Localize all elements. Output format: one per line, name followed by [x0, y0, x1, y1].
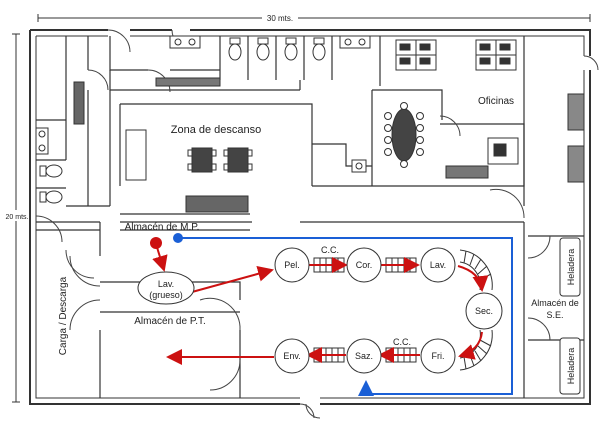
- rest-tables: [187, 147, 253, 173]
- node-lav-grueso-sub: (grueso): [149, 290, 183, 300]
- offices-label: Oficinas: [478, 96, 514, 107]
- curved-conveyor-top: [459, 249, 493, 291]
- blue-flow: [180, 237, 513, 396]
- se-store-label-line1: Almacén de: [531, 298, 579, 308]
- curved-conveyor-bottom: [459, 329, 493, 371]
- doors: [35, 29, 599, 419]
- node-lav-label: Lav.: [430, 260, 446, 270]
- node-sec-label: Sec.: [475, 306, 493, 316]
- node-cor-label: Cor.: [356, 260, 373, 270]
- node-pel: Pel.: [274, 247, 310, 283]
- red-flow: [152, 243, 420, 365]
- furniture: [73, 77, 585, 213]
- raw-material-store-label: Almacén de M.P.: [125, 222, 200, 233]
- se-store-label-line2: S.E.: [546, 310, 563, 320]
- toilets: [39, 37, 326, 204]
- meeting-table: [384, 102, 424, 168]
- loading-unloading-label: Carga / Descarga: [58, 276, 69, 355]
- finished-product-store-label: Almacén de P.T.: [134, 316, 206, 327]
- height-label: 20 mts.: [6, 214, 29, 221]
- conveyor-bottom-label: C.C.: [393, 337, 411, 347]
- node-pel-label: Pel.: [284, 260, 300, 270]
- node-saz-label: Saz.: [355, 351, 373, 361]
- node-env-label: Env.: [283, 351, 300, 361]
- node-sec: Sec.: [465, 292, 503, 330]
- outer-walls: [29, 29, 591, 405]
- curve-arrows: [457, 265, 489, 360]
- freezer-bottom-label: Heladera: [566, 348, 576, 385]
- freezer-top: Heladera: [559, 237, 581, 297]
- rest-zone-label: Zona de descanso: [171, 124, 262, 136]
- node-env: Env.: [274, 338, 310, 374]
- width-label: 30 mts.: [267, 14, 293, 23]
- node-saz: Saz.: [346, 338, 382, 374]
- node-cor: Cor.: [346, 247, 382, 283]
- blue-flow-start: [173, 233, 183, 243]
- conveyor-top-label: C.C.: [321, 245, 339, 255]
- inner-walls: [36, 36, 584, 398]
- node-lav: Lav.: [420, 247, 456, 283]
- node-lav-grueso: Lav. (grueso): [137, 271, 195, 305]
- freezer-top-label: Heladera: [566, 249, 576, 286]
- node-lav-grueso-label: Lav.: [158, 279, 174, 289]
- height-dimension: 20 mts.: [4, 33, 30, 403]
- red-flow-start: [150, 237, 162, 249]
- node-fri-label: Fri.: [432, 351, 445, 361]
- sinks: [35, 35, 371, 173]
- freezer-bottom: Heladera: [559, 337, 581, 395]
- node-fri: Fri.: [420, 338, 456, 374]
- office-desks: [395, 39, 519, 165]
- width-dimension: 30 mts.: [37, 12, 591, 23]
